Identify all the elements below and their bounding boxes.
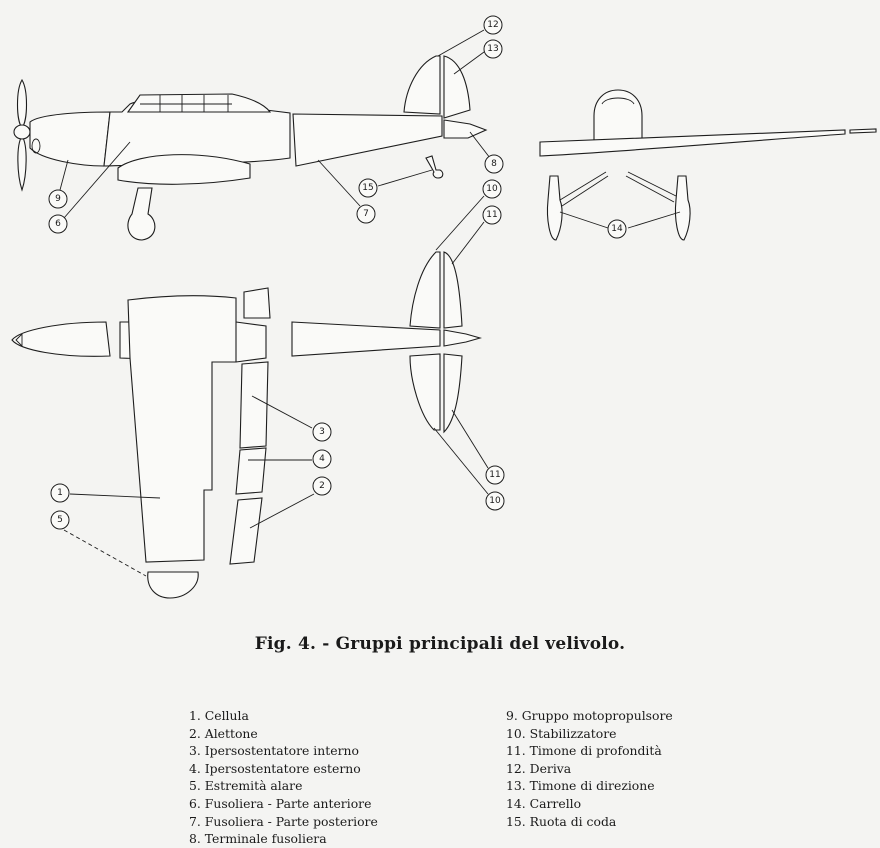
elevator-lower xyxy=(443,353,463,434)
svg-text:12: 12 xyxy=(487,20,498,30)
svg-text:11: 11 xyxy=(489,470,500,480)
legend-item: 5. Estremità alare xyxy=(189,778,303,794)
svg-text:10: 10 xyxy=(486,184,498,194)
wing-tip xyxy=(147,571,199,599)
stabilizer-lower xyxy=(409,353,441,431)
stabilizer-upper xyxy=(409,251,441,329)
front-view xyxy=(539,89,877,241)
figure-caption: Fig. 4. - Gruppi principali del velivolo… xyxy=(254,634,626,654)
callout-3: 3 xyxy=(312,422,332,442)
svg-text:5: 5 xyxy=(57,515,63,525)
callout-6: 6 xyxy=(48,214,68,234)
svg-text:2: 2 xyxy=(319,481,325,491)
side-view xyxy=(13,55,488,241)
aircraft-exploded-diagram: 9 6 7 8 15 12 13 14 10 11 11 10 3 4 2 1 … xyxy=(11,15,877,599)
legend-item: 2. Alettone xyxy=(189,725,258,741)
callout-10-upper: 10 xyxy=(482,179,502,199)
legend-item: 11. Timone di profondità xyxy=(506,743,662,759)
svg-text:8: 8 xyxy=(491,159,497,169)
propeller xyxy=(13,78,31,192)
legend-item: 15. Ruota di coda xyxy=(506,813,617,829)
cowling-plan xyxy=(11,321,111,357)
callout-1: 1 xyxy=(50,483,70,503)
callout-7: 7 xyxy=(356,204,376,224)
legend-item: 13. Timone di direzione xyxy=(506,778,655,794)
legend-left-column: 1. Cellula 2. Alettone 3. Ipersostentato… xyxy=(189,707,378,848)
legend-item: 7. Fusoliera - Parte posteriore xyxy=(189,813,378,829)
wing-panel xyxy=(127,295,237,563)
legend-item: 9. Gruppo motopropulsore xyxy=(506,708,673,723)
callout-13: 13 xyxy=(483,39,503,59)
legend-item: 6. Fusoliera - Parte anteriore xyxy=(189,795,372,811)
tail-wheel xyxy=(425,155,444,179)
svg-text:13: 13 xyxy=(487,44,498,54)
rear-fuselage-side xyxy=(292,113,443,167)
legend-item: 14. Carrello xyxy=(506,795,582,811)
svg-text:3: 3 xyxy=(319,427,325,437)
legend-item: 8. Terminale fusoliera xyxy=(189,831,327,847)
outer-flap xyxy=(235,447,267,495)
landing-gear-left xyxy=(546,175,563,241)
front-wing-span xyxy=(539,129,846,157)
legend-item: 4. Ipersostentatore esterno xyxy=(189,760,361,776)
legend-item: 10. Stabilizzatore xyxy=(506,725,617,741)
svg-text:7: 7 xyxy=(363,209,369,219)
wing-root-side xyxy=(117,154,251,185)
main-gear-side xyxy=(127,187,156,241)
svg-text:11: 11 xyxy=(486,210,497,220)
legend-item: 3. Ipersostentatore interno xyxy=(189,743,359,759)
callout-10-lower: 10 xyxy=(485,491,505,511)
aileron xyxy=(229,497,263,565)
callout-11-lower: 11 xyxy=(485,465,505,485)
callout-8: 8 xyxy=(484,154,504,174)
callout-15: 15 xyxy=(358,178,378,198)
leader-lines xyxy=(59,29,681,577)
callout-9: 9 xyxy=(48,189,68,209)
callout-2: 2 xyxy=(312,476,332,496)
engine-cowling xyxy=(29,111,111,167)
rear-fuselage-plan xyxy=(291,321,441,357)
callout-14: 14 xyxy=(607,219,627,239)
legend-right-column: 9. Gruppo motopropulsore 10. Stabilizzat… xyxy=(506,707,673,830)
svg-text:1: 1 xyxy=(57,488,63,498)
tail-cone-side xyxy=(443,119,488,139)
svg-text:6: 6 xyxy=(55,219,61,229)
callouts: 9 6 7 8 15 12 13 14 10 11 11 10 3 4 2 1 … xyxy=(48,15,627,530)
svg-text:9: 9 xyxy=(55,194,61,204)
legend-item: 12. Deriva xyxy=(506,760,572,776)
rudder xyxy=(443,55,471,119)
canopy xyxy=(126,93,272,113)
svg-text:10: 10 xyxy=(489,496,501,506)
callout-5: 5 xyxy=(50,510,70,530)
fin xyxy=(403,55,441,115)
inner-flap xyxy=(239,361,269,449)
plan-view xyxy=(11,251,483,599)
callout-11-upper: 11 xyxy=(482,205,502,225)
svg-text:14: 14 xyxy=(611,224,623,234)
callout-12: 12 xyxy=(483,15,503,35)
elevator-upper xyxy=(443,251,463,329)
landing-gear-right xyxy=(674,175,691,241)
legend-item: 1. Cellula xyxy=(189,708,249,723)
tail-cone-plan xyxy=(443,329,483,347)
svg-text:4: 4 xyxy=(319,454,325,464)
svg-text:15: 15 xyxy=(362,183,373,193)
callout-4: 4 xyxy=(312,449,332,469)
